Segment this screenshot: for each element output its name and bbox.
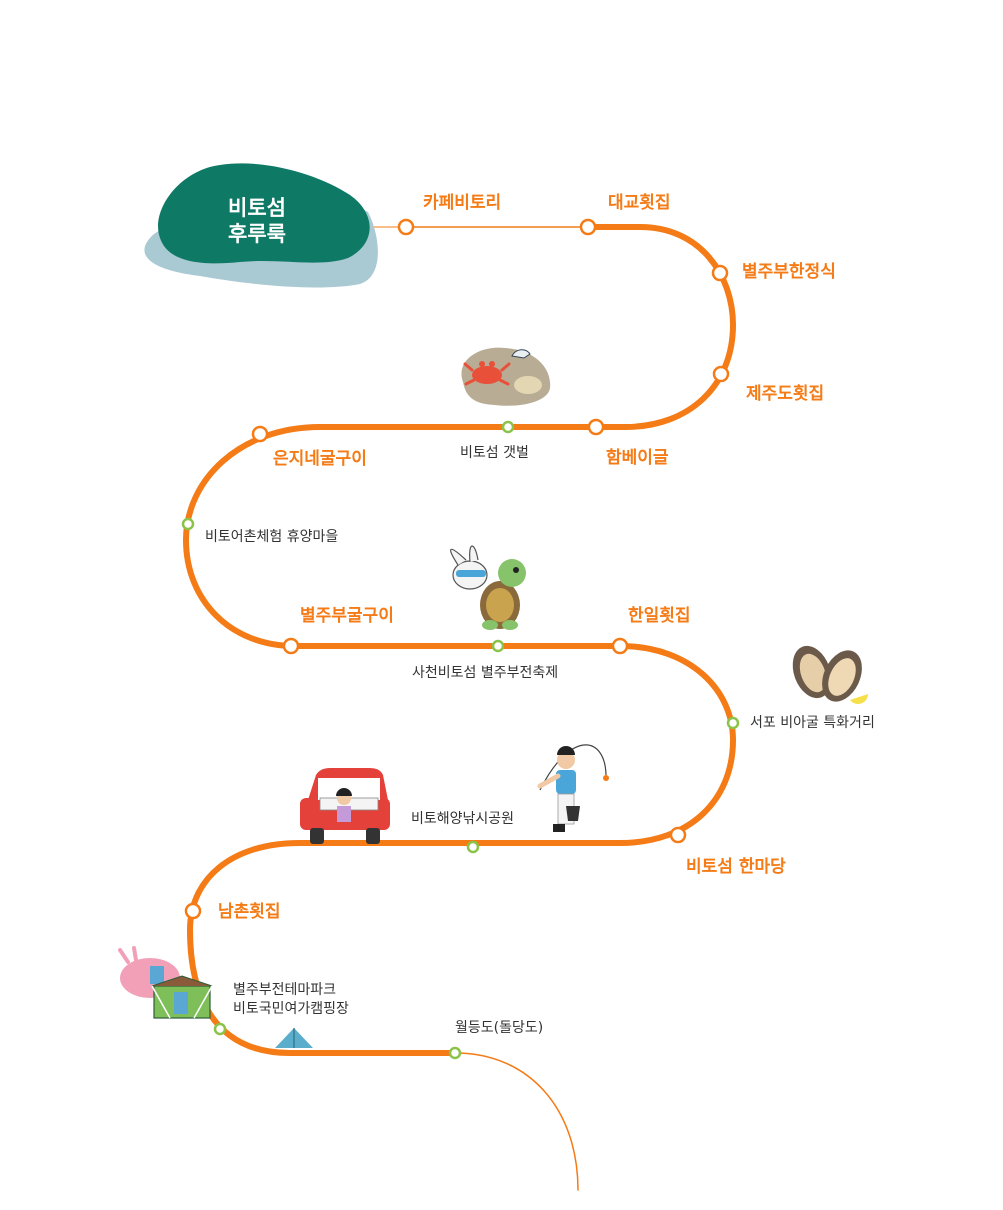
stop-eunjine[interactable] — [251, 425, 269, 443]
stop-hanil[interactable] — [611, 637, 629, 655]
label-bitoseom-hanmadang[interactable]: 비토섬 한마당 — [686, 857, 786, 877]
rabbit-and-turtle-icon — [449, 545, 526, 630]
stop-eochon-village[interactable] — [181, 517, 195, 531]
label-gaetbeol[interactable]: 비토섬 갯벌 — [460, 445, 529, 461]
stop-festival[interactable] — [491, 639, 505, 653]
label-eunjine[interactable]: 은지네굴구이 — [273, 449, 367, 469]
tent-icon — [275, 1028, 313, 1048]
stop-hambei[interactable] — [587, 418, 605, 436]
label-festival[interactable]: 사천비토섬 별주부전축제 — [412, 665, 559, 681]
stop-fishing-park[interactable] — [466, 840, 480, 854]
label-theme-park-line2[interactable]: 비토국민여가캠핑장 — [233, 1001, 349, 1017]
stop-namchon[interactable] — [184, 902, 202, 920]
island-logo — [144, 163, 378, 288]
map-title: 비토섬 후루룩 — [186, 195, 328, 247]
label-byeoljubu-hanjeongsik[interactable]: 별주부한정식 — [742, 262, 836, 282]
label-woldeungdo[interactable]: 월등도(돌당도) — [455, 1020, 544, 1036]
stop-oyster-street[interactable] — [726, 716, 740, 730]
stop-theme-park[interactable] — [213, 1022, 227, 1036]
restaurant-stops — [184, 218, 730, 920]
map-title-line2: 후루룩 — [228, 222, 286, 246]
island-body — [158, 163, 370, 264]
car-with-girl-icon — [300, 768, 390, 844]
map-title-line1: 비토섬 — [228, 196, 286, 220]
stop-bitoseom-hanmadang[interactable] — [669, 826, 687, 844]
label-hanil[interactable]: 한일횟집 — [628, 606, 691, 626]
stop-gaetbeol[interactable] — [501, 420, 515, 434]
oyster-icon — [792, 645, 868, 704]
route-line — [183, 224, 736, 1191]
label-jejudo[interactable]: 제주도횟집 — [746, 384, 825, 404]
label-hambei[interactable]: 함베이글 — [606, 448, 669, 468]
theme-park-icon — [118, 946, 213, 1019]
label-cafe-bitori[interactable]: 카페비토리 — [423, 193, 502, 213]
label-fishing-park[interactable]: 비토해양낚시공원 — [411, 811, 515, 827]
label-oyster-street[interactable]: 서포 비아굴 특화거리 — [750, 715, 875, 731]
stop-woldeungdo[interactable] — [448, 1046, 462, 1060]
label-eochon-village[interactable]: 비토어촌체험 휴양마을 — [205, 529, 339, 545]
label-daegyo[interactable]: 대교횟집 — [608, 193, 671, 213]
stop-cafe-bitori[interactable] — [397, 218, 415, 236]
stop-jejudo[interactable] — [712, 365, 730, 383]
stop-daegyo[interactable] — [579, 218, 597, 236]
label-namchon[interactable]: 남촌횟집 — [218, 902, 281, 922]
fisherman-icon — [537, 744, 609, 832]
stop-byeoljubu-hanjeongsik[interactable] — [711, 264, 729, 282]
crab-on-rock-icon — [461, 347, 551, 406]
label-byeoljubu-gulgui[interactable]: 별주부굴구이 — [300, 606, 394, 626]
route-thin-end — [454, 1052, 579, 1191]
stop-byeoljubu-gulgui[interactable] — [282, 637, 300, 655]
label-theme-park-line1[interactable]: 별주부전테마파크 — [233, 982, 337, 998]
spot-stops — [181, 420, 740, 1060]
route-main — [183, 224, 736, 1056]
